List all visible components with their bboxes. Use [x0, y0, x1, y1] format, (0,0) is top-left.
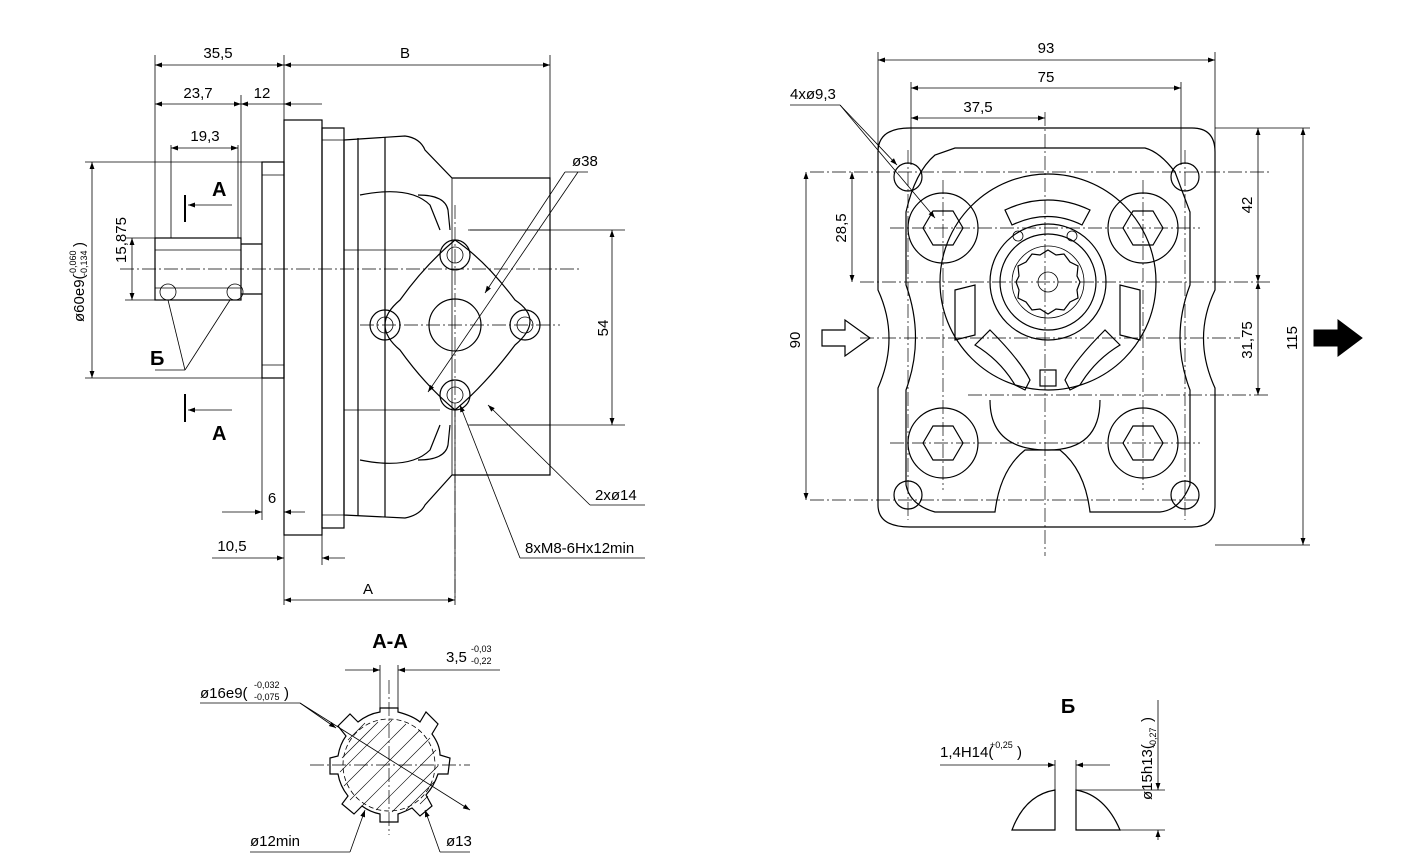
section-cut-marks	[184, 195, 232, 422]
dim-groove: 1,4H14( +0,25 )	[940, 740, 1022, 761]
dim-42: 42	[1239, 197, 1256, 214]
svg-text:): )	[71, 242, 88, 247]
section-hatching	[339, 719, 439, 813]
detail-mark: Б	[150, 348, 164, 370]
dim-19-3: 19,3	[190, 128, 219, 145]
spline-profile	[329, 707, 451, 823]
leader-lines	[155, 171, 645, 559]
dim-d13: ø13	[446, 833, 472, 850]
svg-text:-0,03: -0,03	[471, 644, 492, 654]
dim-12: 12	[254, 85, 271, 102]
flange-outline	[877, 127, 1216, 528]
svg-text:): )	[1017, 744, 1022, 761]
bolt-heads	[907, 192, 1179, 479]
section-mark-top: A	[212, 179, 226, 201]
dim-d12min: ø12min	[250, 833, 300, 850]
section-aa: A-A 3,5	[200, 631, 500, 853]
svg-text:-0,27: -0,27	[1148, 727, 1158, 748]
dim-a: A	[363, 581, 373, 598]
dim-2xd14: 2xø14	[595, 487, 637, 504]
dim-15-875: 15,875	[113, 217, 130, 263]
dim-4xd9-3: 4xø9,3	[790, 86, 836, 103]
dimension-lines	[89, 62, 615, 603]
pump-body	[343, 135, 551, 519]
dim-115: 115	[1284, 326, 1301, 350]
dim-75: 75	[1038, 69, 1055, 86]
dim-3-5: 3,5 -0,03 -0,22	[446, 644, 492, 666]
front-extension-lines	[877, 52, 1310, 546]
svg-text:-0,22: -0,22	[471, 656, 492, 666]
detail-b-title: Б	[1061, 696, 1075, 718]
svg-text:1,4H14(: 1,4H14(	[940, 744, 993, 761]
section-aa-title: A-A	[372, 631, 408, 653]
dim-90: 90	[787, 332, 804, 349]
dim-10-5: 10,5	[217, 538, 246, 555]
dim-35-5: 35,5	[203, 45, 232, 62]
front-view: 93 75 37,5 4xø9,3 28,5 90 42 31,75 115	[787, 40, 1363, 556]
svg-text:): )	[1139, 717, 1156, 722]
dim-23-7: 23,7	[183, 85, 212, 102]
svg-text:): )	[284, 685, 289, 702]
svg-text:ø16e9(: ø16e9(	[200, 685, 248, 702]
inlet-arrow	[821, 318, 872, 358]
mounting-flange	[261, 119, 345, 536]
dim-b: B	[400, 45, 410, 62]
dim-6: 6	[268, 490, 276, 507]
dim-28-5: 28,5	[833, 213, 850, 242]
section-mark-bottom: A	[212, 423, 226, 445]
svg-text:-0,032: -0,032	[254, 680, 280, 690]
dim-93: 93	[1038, 40, 1055, 57]
dim-31-75: 31,75	[1239, 321, 1256, 359]
dim-54: 54	[595, 320, 612, 337]
dim-d16: ø16e9( -0,032 -0,075 )	[200, 680, 289, 702]
dim-8xm8: 8xM8-6Hx12min	[525, 540, 634, 557]
groove-profile	[1011, 789, 1056, 831]
svg-text:-0,060: -0,060	[68, 250, 78, 276]
svg-text:+0,25: +0,25	[990, 740, 1013, 750]
detail-b: Б 1,4H14( +0,25 ) ø15h13( -0,27 )	[940, 696, 1165, 840]
front-dimension-lines	[790, 57, 1306, 545]
svg-text:-0,134: -0,134	[79, 250, 89, 276]
dim-37-5: 37,5	[963, 99, 992, 116]
dim-d15: ø15h13( -0,27 )	[1139, 717, 1158, 800]
dim-d60: ø60e9( -0,060 -0,134 )	[68, 242, 89, 322]
svg-text:ø60e9(: ø60e9(	[71, 274, 88, 322]
side-view: 35,5 B 23,7 12 19,3 15,875 ø60e9( -0,060…	[68, 45, 645, 605]
svg-text:ø15h13(: ø15h13(	[1139, 744, 1156, 800]
dim-d38: ø38	[572, 153, 598, 170]
svg-text:3,5: 3,5	[446, 649, 467, 666]
svg-text:-0,075: -0,075	[254, 692, 280, 702]
outlet-arrow	[1313, 319, 1363, 357]
extension-lines	[85, 55, 625, 605]
